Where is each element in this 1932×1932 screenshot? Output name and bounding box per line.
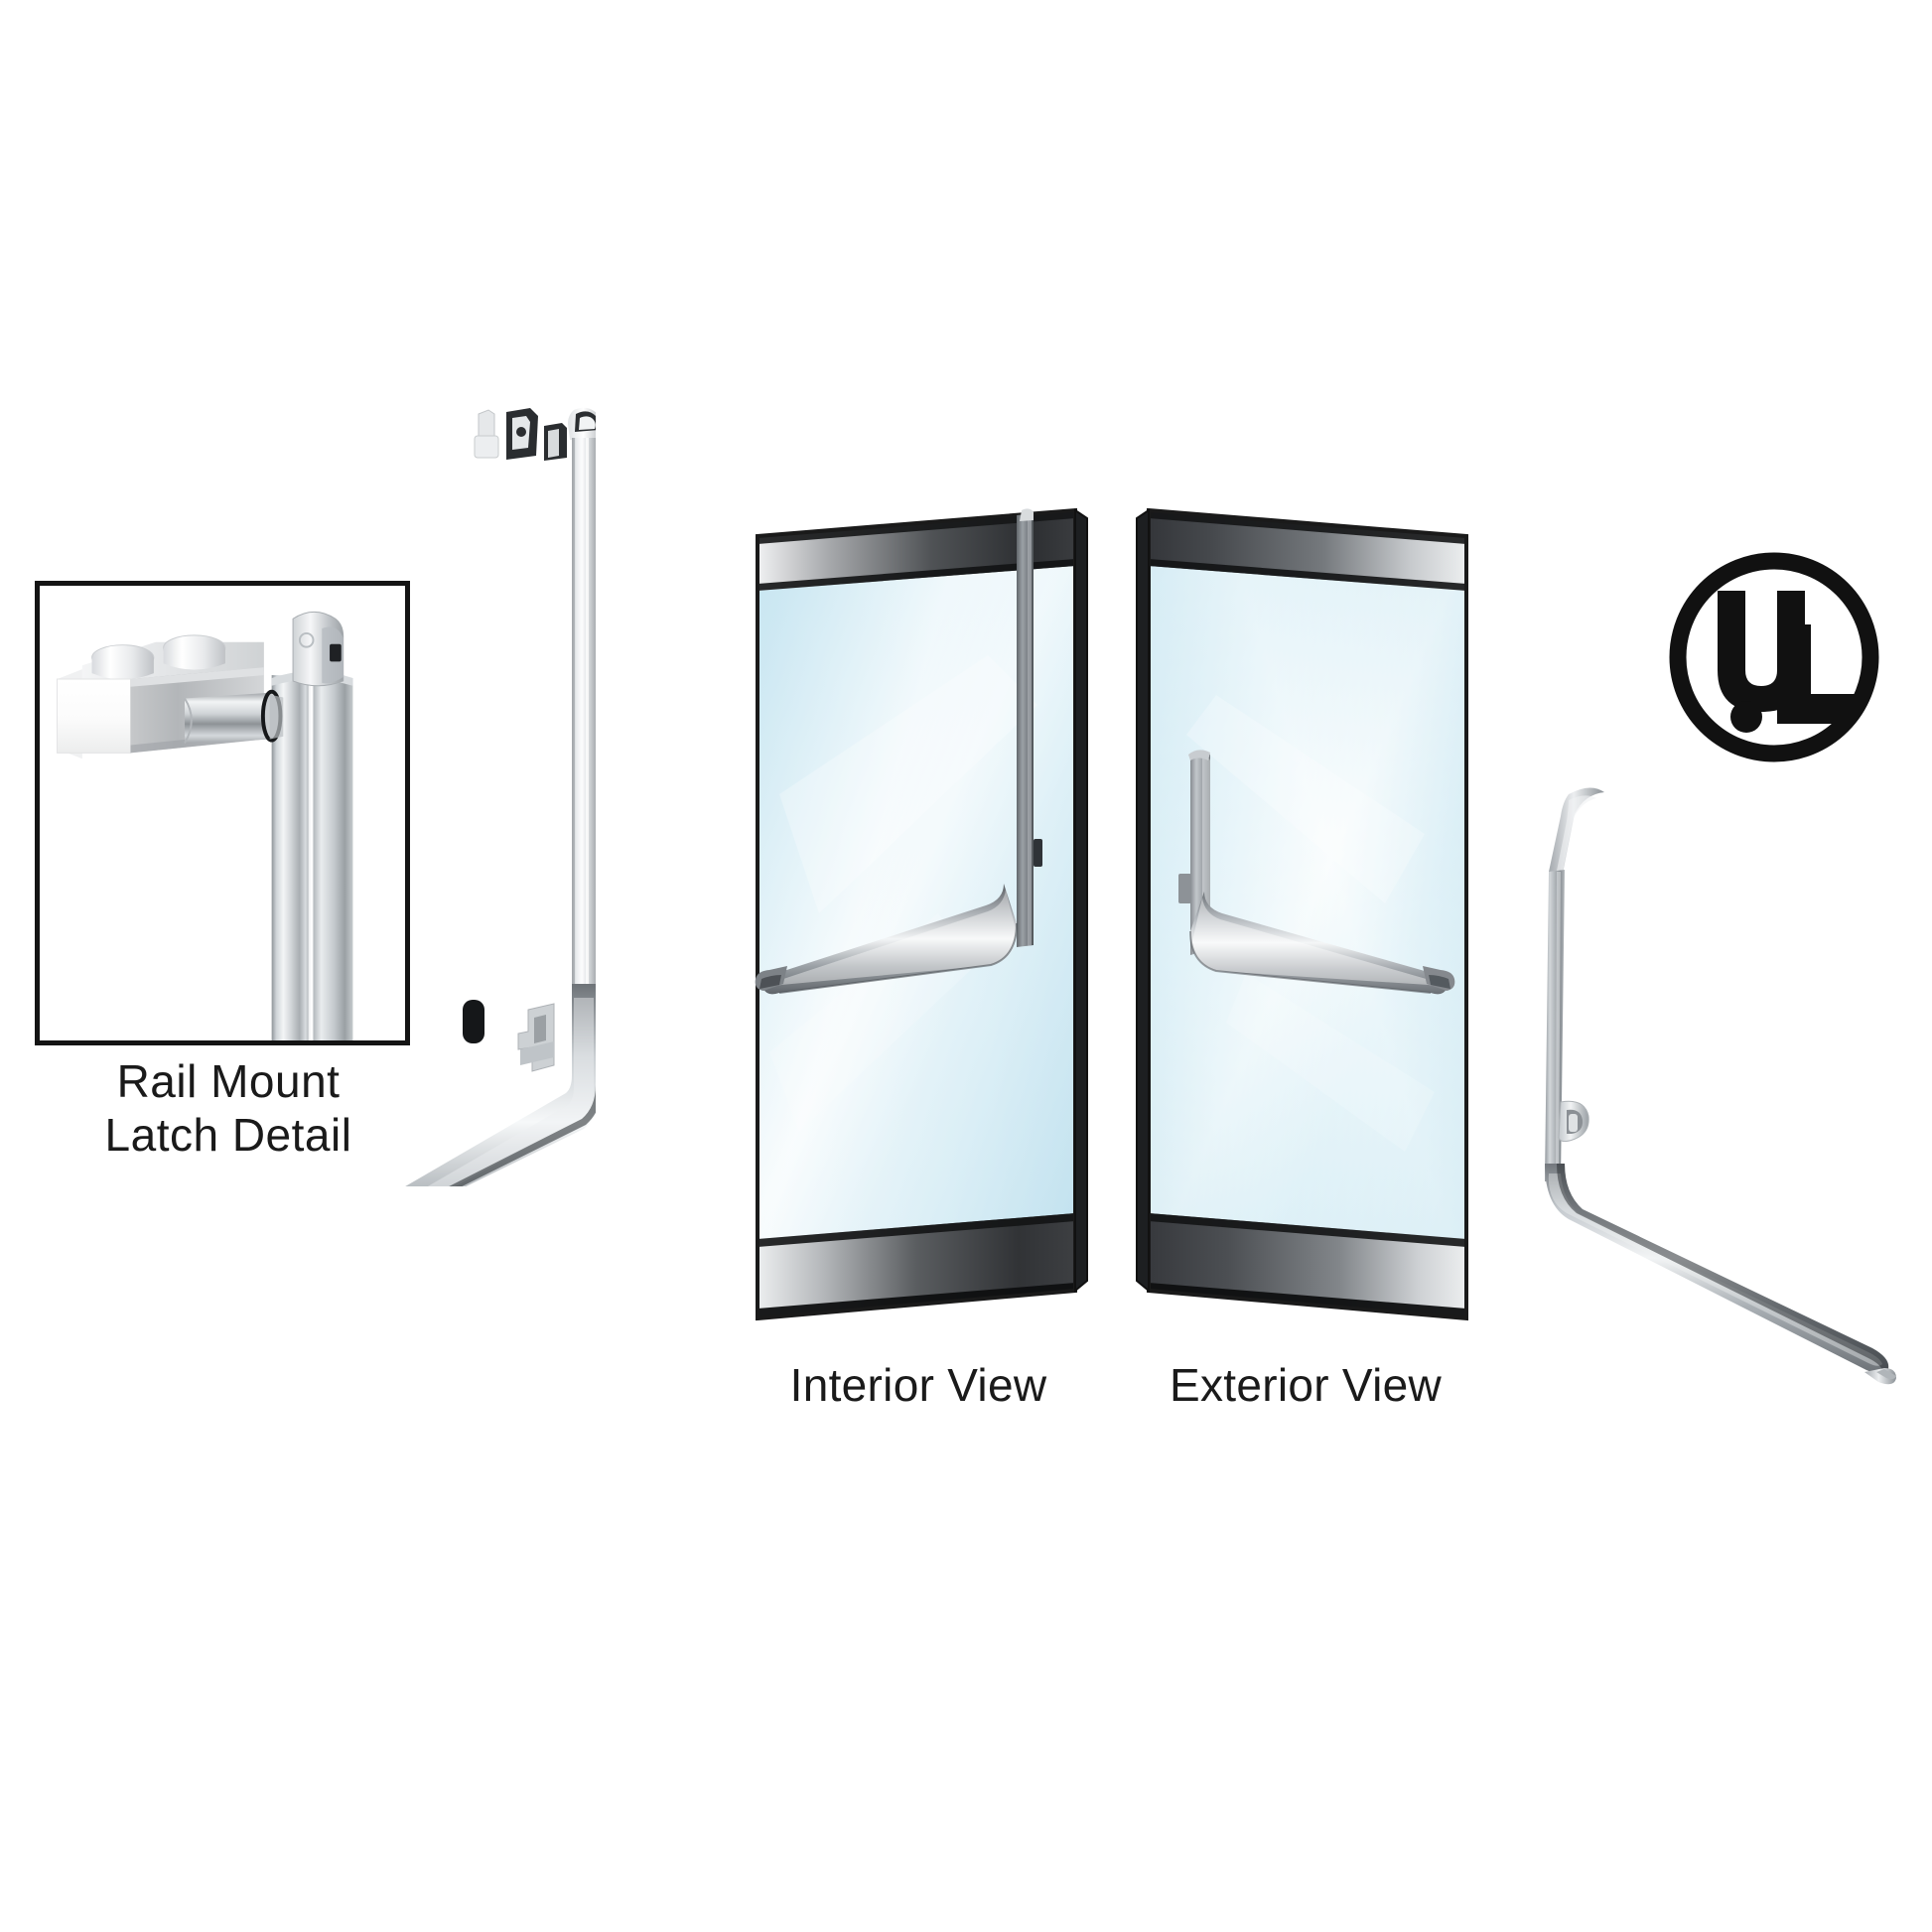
ul-certification-mark <box>1669 552 1879 762</box>
dogging-cylinder <box>463 1000 484 1043</box>
profile-latch-bracket <box>1558 1100 1589 1143</box>
door-interior-view-illustration <box>755 507 1088 1321</box>
door-interior-panic-hardware <box>755 508 1042 995</box>
profile-lower-sweep <box>1545 1164 1896 1385</box>
latch-fitting <box>1034 839 1042 867</box>
rail-mount-latch-illustration <box>57 611 353 1040</box>
detail-clevis <box>292 611 345 687</box>
profile-top-hook <box>1549 787 1604 874</box>
panic-exit-device-profile-view <box>1545 787 1896 1385</box>
panic-exit-device-front-view <box>405 407 596 1186</box>
rail-mount-latch-bracket <box>517 1003 555 1072</box>
door-exterior-pull-hardware <box>1178 750 1455 995</box>
door-exterior-panel <box>1136 507 1468 1321</box>
detail-shaft <box>184 689 284 745</box>
panic-vertical-rod <box>572 438 596 1032</box>
panic-top-fittings <box>474 408 567 461</box>
ul-letter-l <box>1777 624 1855 724</box>
panic-bar-lower-sweep <box>405 984 596 1186</box>
door-interior-panel <box>756 507 1088 1321</box>
pull-mount-bracket <box>1178 874 1191 903</box>
profile-vertical-rod <box>1545 870 1565 1181</box>
rail-mount-latch-detail-panel <box>35 581 410 1045</box>
ul-outer-circle <box>1669 552 1879 762</box>
ul-dot <box>1730 701 1762 733</box>
door-interior-label: Interior View <box>789 1359 1047 1411</box>
detail-caption-line-2: Latch Detail <box>104 1109 352 1162</box>
door-exterior-view-illustration <box>1136 507 1468 1321</box>
door-exterior-label: Exterior View <box>1169 1359 1443 1411</box>
detail-caption-line-1: Rail Mount <box>116 1055 341 1107</box>
panic-rod-cap <box>568 407 596 440</box>
rail-mount-latch-detail-caption: Rail Mount Latch Detail <box>20 1054 437 1163</box>
